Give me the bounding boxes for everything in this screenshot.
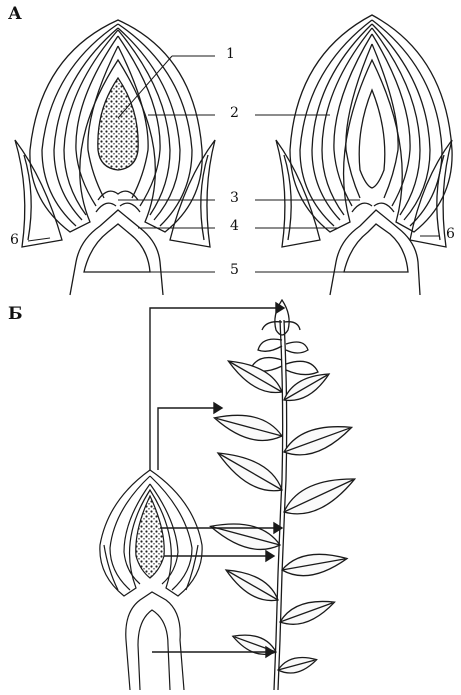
arrow-apex	[150, 308, 276, 470]
leaf-4	[280, 417, 355, 462]
callout-1: 1	[226, 46, 235, 62]
leaf-6	[279, 468, 360, 523]
bud-left	[15, 20, 215, 295]
leaf-7	[208, 516, 283, 556]
leaf-10	[277, 594, 338, 631]
leaves	[208, 353, 360, 677]
callout-6-right: 6	[446, 226, 455, 242]
leaf-1	[224, 353, 287, 400]
stem-base-left	[70, 210, 163, 295]
callout-5: 5	[230, 262, 239, 278]
growth-cone-right	[359, 90, 385, 188]
bud-right	[276, 15, 452, 295]
growth-cone-left	[98, 78, 138, 170]
leader-6-left	[28, 238, 50, 241]
bud-section-b	[100, 470, 202, 690]
stem-base-right	[330, 210, 420, 295]
leaf-8	[280, 549, 348, 580]
callout-lines	[28, 56, 440, 272]
arrow-upper-leaf	[158, 408, 214, 470]
callout-3: 3	[230, 190, 239, 206]
shoot-stem	[274, 320, 283, 690]
leaf-2	[280, 367, 333, 407]
callout-2: 2	[230, 105, 239, 121]
bud-scale-left-outer-r	[276, 140, 320, 247]
callout-6-left: 6	[10, 232, 19, 248]
stem-b	[126, 592, 184, 690]
panel-a-label: А	[8, 4, 22, 24]
leaf-5	[212, 443, 287, 499]
callout-4: 4	[230, 218, 239, 234]
leaf-9	[222, 562, 283, 608]
leaf-12	[276, 653, 318, 677]
leaf-11	[230, 629, 279, 660]
leaf-3	[212, 407, 285, 446]
panel-b-label: Б	[8, 304, 23, 324]
